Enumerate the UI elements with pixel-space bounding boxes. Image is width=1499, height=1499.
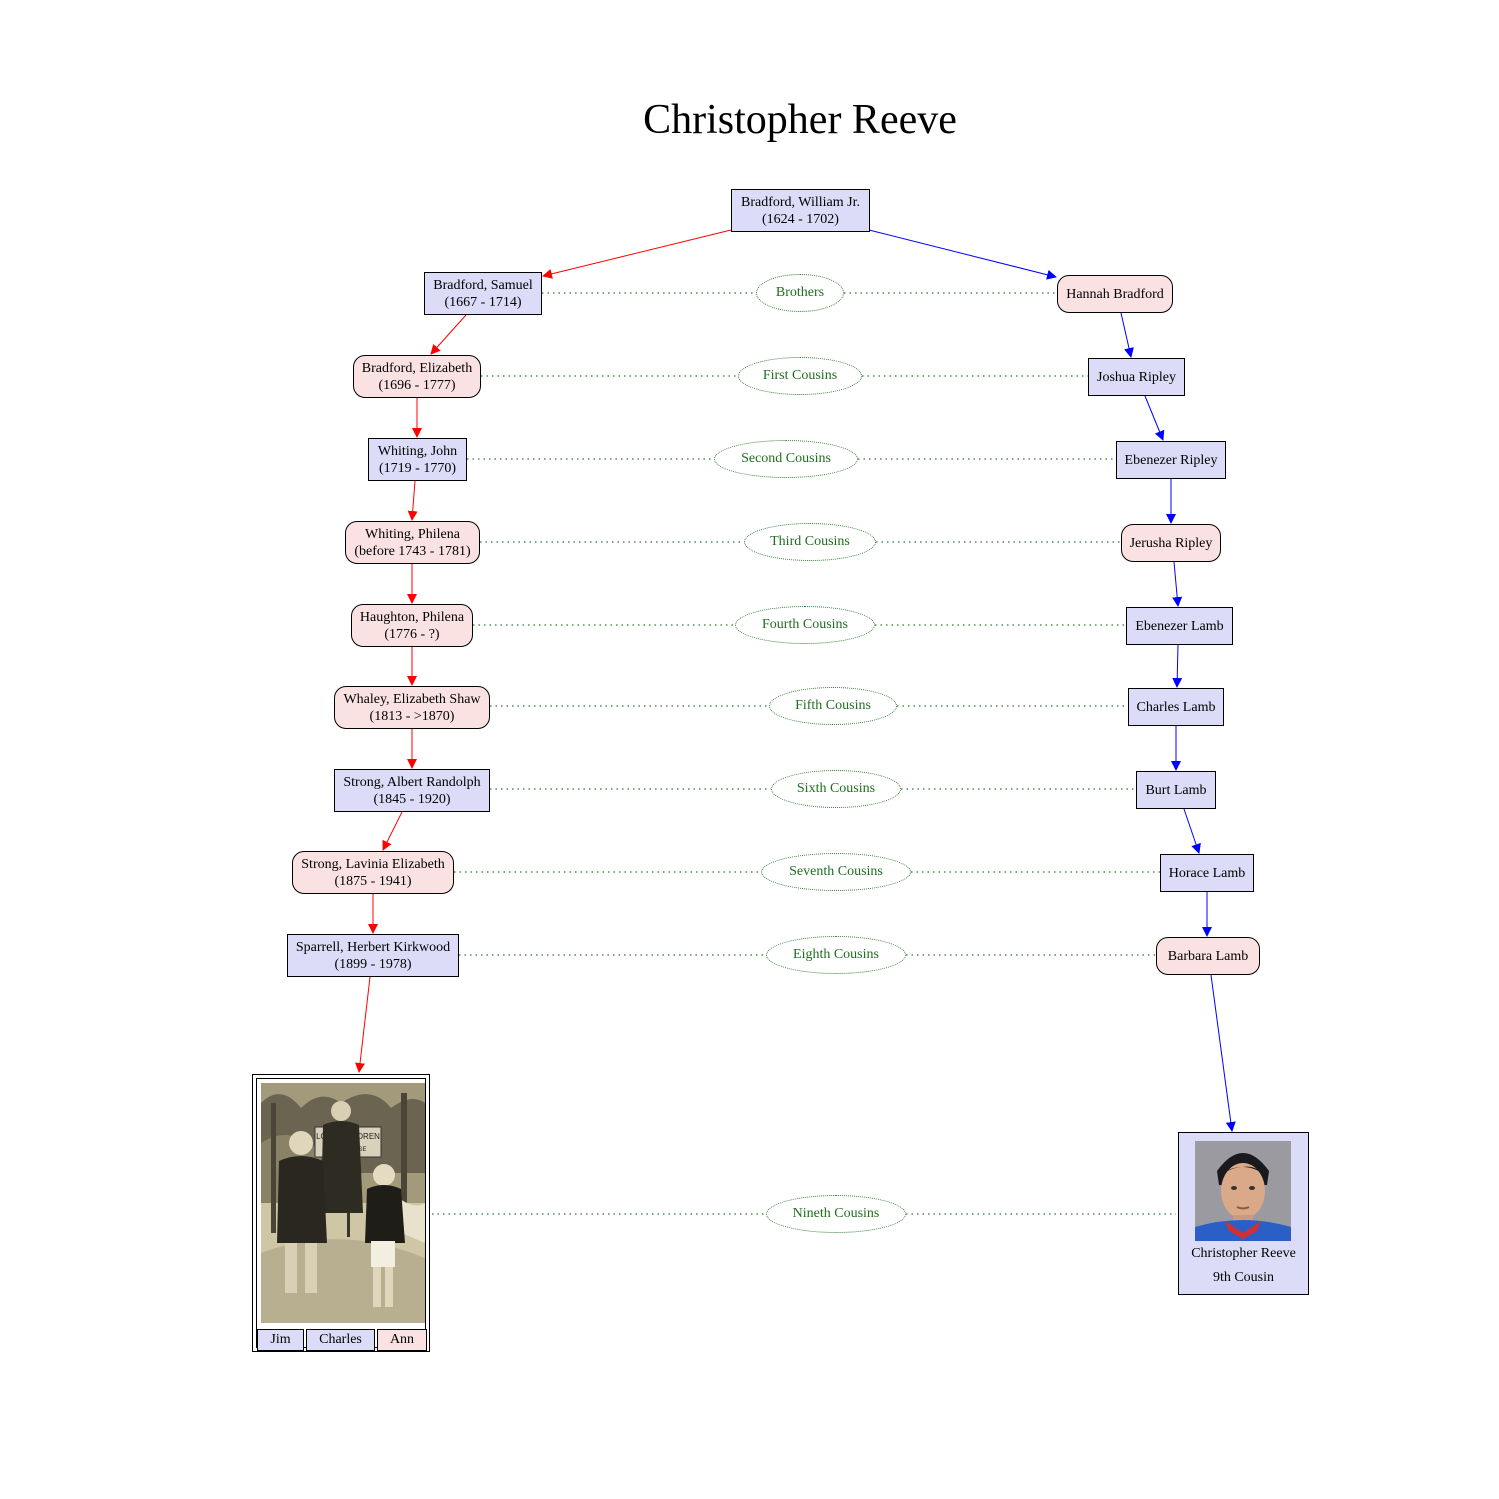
person-node-left-3-dates: (1719 - 1770) xyxy=(379,460,456,476)
relationship-label-1: Brothers xyxy=(756,274,844,312)
person-node-right-2-name: Joshua Ripley xyxy=(1097,369,1176,385)
person-node-right-5-name: Ebenezer Lamb xyxy=(1135,618,1224,634)
person-node-left-1: Bradford, Samuel(1667 - 1714) xyxy=(424,272,542,315)
person-node-left-6-name: Whaley, Elizabeth Shaw xyxy=(343,691,481,707)
relationship-label-3: Second Cousins xyxy=(714,440,858,478)
person-node-left-8-dates: (1875 - 1941) xyxy=(334,873,412,889)
edge-root-to-left-1 xyxy=(542,229,732,279)
christopher-reeve-node: Christopher Reeve 9th Cousin xyxy=(1178,1132,1309,1295)
edge-right-1-to-next xyxy=(1120,312,1134,358)
edge-root-to-right-1 xyxy=(868,229,1057,280)
person-node-right-3: Ebenezer Ripley xyxy=(1116,441,1226,479)
person-node-right-9: Barbara Lamb xyxy=(1156,937,1260,975)
edge-right-5-to-next xyxy=(1172,644,1183,688)
person-node-right-8-name: Horace Lamb xyxy=(1168,865,1246,881)
person-node-right-1-name: Hannah Bradford xyxy=(1066,286,1164,302)
person-node-left-4: Whiting, Philena(before 1743 - 1781) xyxy=(345,521,480,564)
edge-left-1-to-left-2 xyxy=(430,314,467,355)
person-node-left-7-dates: (1845 - 1920) xyxy=(373,791,451,807)
edge-left-2-to-3 xyxy=(407,480,418,521)
person-node-left-8-name: Strong, Lavinia Elizabeth xyxy=(301,856,445,872)
person-node-left-6: Whaley, Elizabeth Shaw(1813 - >1870) xyxy=(334,686,490,729)
person-node-right-3-name: Ebenezer Ripley xyxy=(1124,452,1218,468)
person-node-left-3-name: Whiting, John xyxy=(377,443,458,459)
person-node-right-7: Burt Lamb xyxy=(1136,771,1216,809)
relationship-label-10: Nineth Cousins xyxy=(766,1195,906,1233)
person-node-left-1-name: Bradford, Samuel xyxy=(433,277,533,293)
person-node-left-2-name: Bradford, Elizabeth xyxy=(361,360,473,376)
person-node-left-3: Whiting, John(1719 - 1770) xyxy=(368,438,467,481)
person-node-left-9: Sparrell, Herbert Kirkwood(1899 - 1978) xyxy=(287,934,459,977)
relationship-label-8: Seventh Cousins xyxy=(761,853,911,891)
person-node-right-9-name: Barbara Lamb xyxy=(1167,948,1249,964)
person-node-left-4-name: Whiting, Philena xyxy=(365,526,460,542)
person-node-left-2: Bradford, Elizabeth(1696 - 1777) xyxy=(353,355,481,398)
photo-child-cell-ann: Ann xyxy=(377,1329,427,1351)
relationship-label-5: Fourth Cousins xyxy=(735,606,875,644)
person-node-right-6: Charles Lamb xyxy=(1128,688,1224,726)
edge-left-8-to-9 xyxy=(355,976,371,1073)
relationship-label-6: Fifth Cousins xyxy=(769,687,897,725)
person-node-right-1: Hannah Bradford xyxy=(1057,275,1173,313)
edge-right-2-to-next xyxy=(1144,395,1165,441)
relationship-label-7: Sixth Cousins xyxy=(771,770,901,808)
children-photo: LOST CHILDREN LION HOUSE xyxy=(261,1083,425,1323)
person-node-left-2-dates: (1696 - 1777) xyxy=(378,377,456,393)
relationship-label-9: Eighth Cousins xyxy=(766,936,906,974)
person-node-right-6-name: Charles Lamb xyxy=(1136,699,1216,715)
person-node-right-7-name: Burt Lamb xyxy=(1145,782,1207,798)
person-node-left-5-name: Haughton, Philena xyxy=(359,609,465,625)
person-node-root-name: Bradford, William Jr. xyxy=(741,194,860,210)
edge-left-6-to-7 xyxy=(382,811,403,851)
person-node-right-4: Jerusha Ripley xyxy=(1121,524,1221,562)
person-node-right-2: Joshua Ripley xyxy=(1088,358,1185,396)
person-node-left-7-name: Strong, Albert Randolph xyxy=(343,774,481,790)
person-node-left-7: Strong, Albert Randolph(1845 - 1920) xyxy=(334,769,490,812)
person-node-left-1-dates: (1667 - 1714) xyxy=(444,294,522,310)
person-node-left-5: Haughton, Philena(1776 - ?) xyxy=(351,604,473,647)
christopher-reeve-photo xyxy=(1195,1141,1291,1241)
photo-child-cell-jim: Jim xyxy=(257,1329,304,1351)
person-node-left-5-dates: (1776 - ?) xyxy=(384,626,440,642)
person-node-root-dates: (1624 - 1702) xyxy=(761,211,839,227)
person-node-left-9-name: Sparrell, Herbert Kirkwood xyxy=(295,939,451,955)
christopher-reeve-relation: 9th Cousin xyxy=(1212,1270,1275,1285)
person-node-left-6-dates: (1813 - >1870) xyxy=(369,708,455,724)
person-node-right-5: Ebenezer Lamb xyxy=(1126,607,1233,645)
photo-child-cell-charles: Charles xyxy=(306,1329,375,1351)
relationship-label-4: Third Cousins xyxy=(744,523,876,561)
edge-right-9-to-next xyxy=(1210,974,1236,1132)
person-node-left-8: Strong, Lavinia Elizabeth(1875 - 1941) xyxy=(292,851,454,894)
person-node-right-4-name: Jerusha Ripley xyxy=(1129,535,1213,551)
edge-right-7-to-next xyxy=(1183,808,1201,854)
person-node-root: Bradford, William Jr.(1624 - 1702) xyxy=(731,189,870,232)
relationship-label-2: First Cousins xyxy=(738,357,862,395)
edge-right-4-to-next xyxy=(1172,561,1183,607)
diagram-title: Christopher Reeve xyxy=(643,97,957,143)
christopher-reeve-name: Christopher Reeve xyxy=(1191,1246,1296,1261)
person-node-left-4-dates: (before 1743 - 1781) xyxy=(354,543,471,559)
person-node-left-9-dates: (1899 - 1978) xyxy=(334,956,412,972)
person-node-right-8: Horace Lamb xyxy=(1160,854,1254,892)
